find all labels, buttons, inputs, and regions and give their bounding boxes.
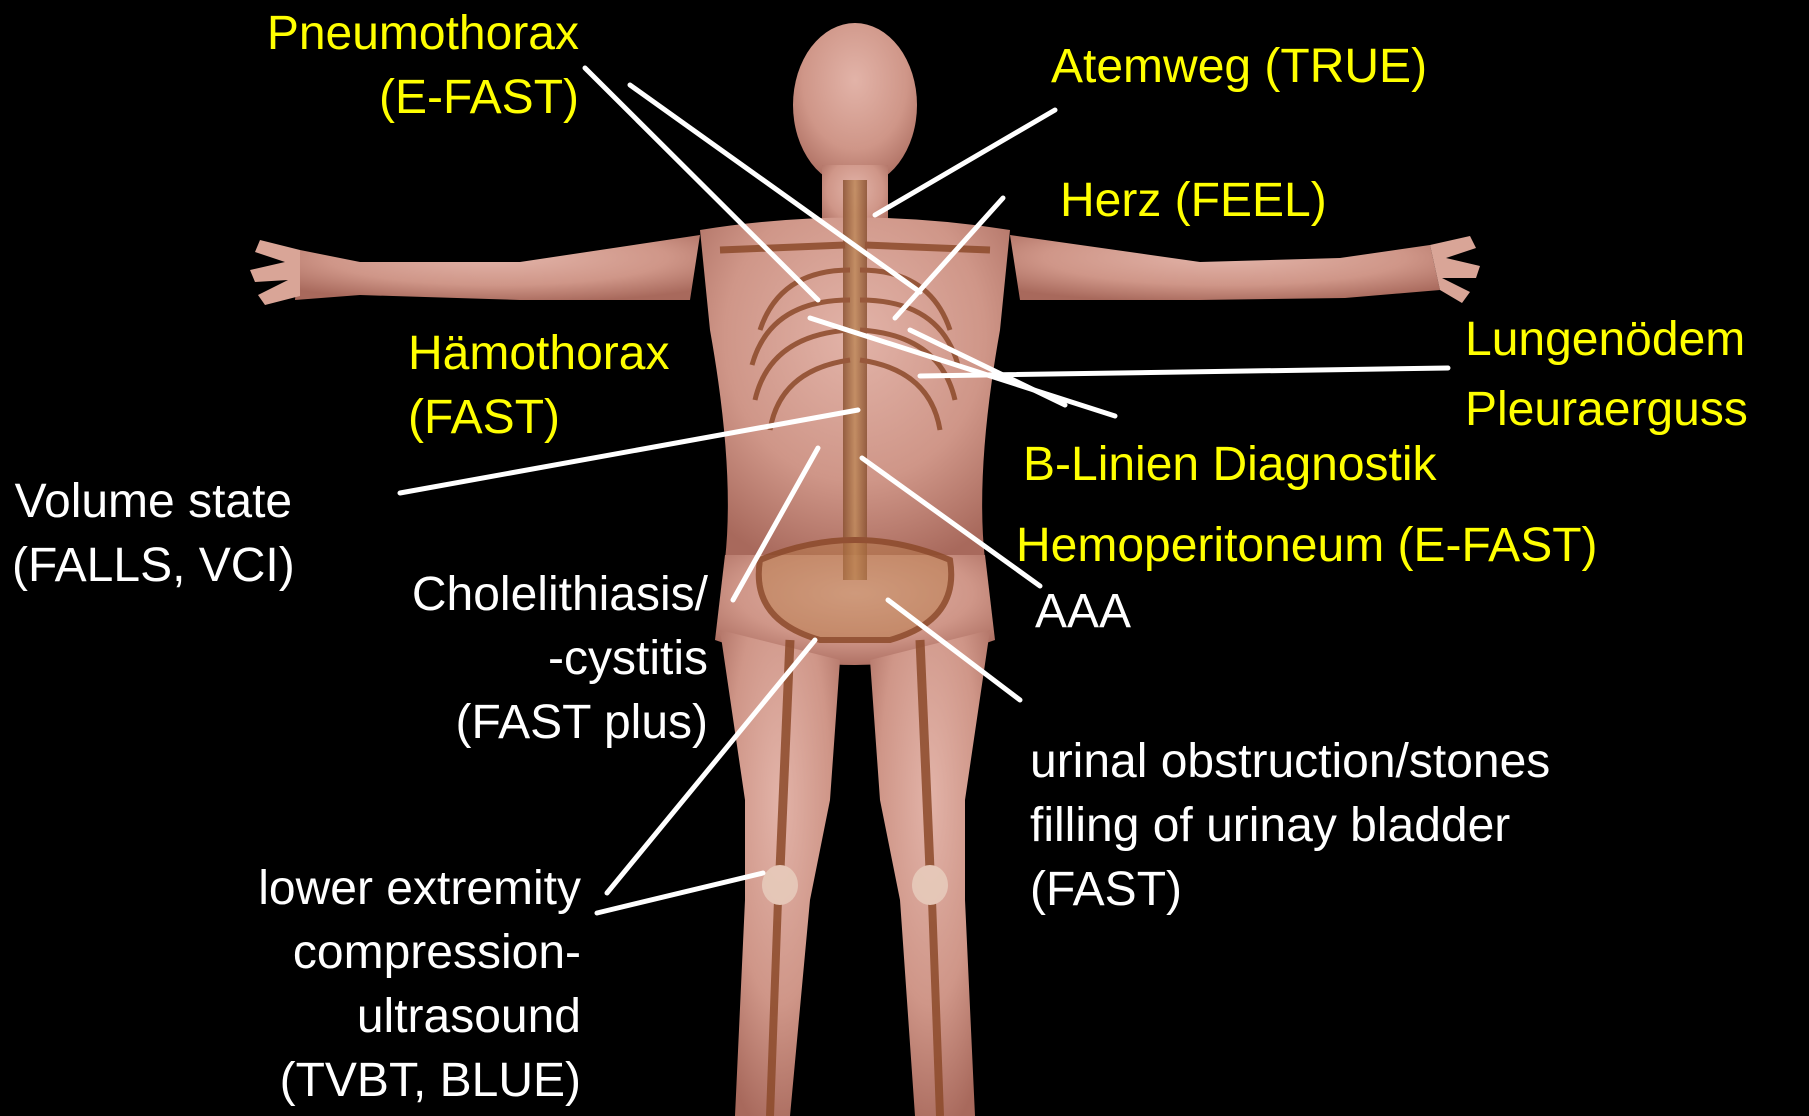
label-haemothorax: Hämothorax (FAST)	[408, 322, 669, 450]
lowerext-line-b	[597, 873, 763, 913]
label-volume-state: Volume state (FALLS, VCI)	[12, 470, 295, 598]
label-aaa: AAA	[1035, 580, 1131, 644]
label-cholelithiasis: Cholelithiasis/ -cystitis (FAST plus)	[412, 563, 708, 755]
label-lungenoedem: Lungenödem	[1465, 308, 1745, 372]
label-herz: Herz (FEEL)	[1060, 169, 1327, 233]
label-atemweg: Atemweg (TRUE)	[1051, 35, 1427, 99]
label-hemoperitoneum: Hemoperitoneum (E-FAST)	[1016, 514, 1598, 578]
label-pleuraerguss: Pleuraerguss	[1465, 378, 1748, 442]
label-pneumothorax: Pneumothorax (E-FAST)	[267, 2, 579, 130]
label-blinien: B-Linien Diagnostik	[1023, 433, 1437, 497]
label-urinal-obstruction: urinal obstruction/stones filling of uri…	[1030, 730, 1550, 922]
label-lower-extremity: lower extremity compression- ultrasound …	[258, 857, 581, 1113]
